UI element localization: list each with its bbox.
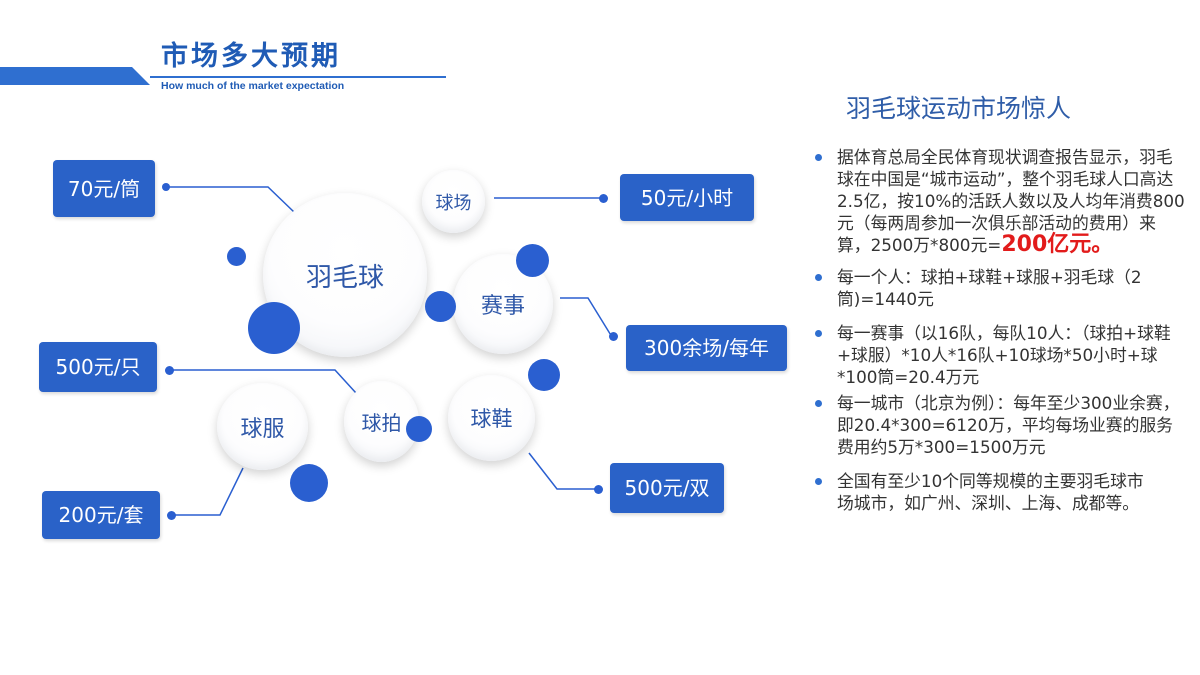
price-shoes: 500元/双	[610, 463, 724, 513]
bullet-item: 据体育总局全民体育现状调查报告显示，羽毛球在中国是“城市运动”，整个羽毛球人口高…	[815, 146, 1185, 256]
decor-dot	[290, 464, 328, 502]
node-event-label: 赛事	[480, 294, 525, 319]
price-event: 300余场/每年	[626, 325, 787, 371]
node-court: 球场	[422, 170, 485, 233]
bullet-end: 。	[1091, 232, 1114, 257]
connector-clothing	[172, 467, 244, 516]
connector-shoes	[528, 452, 596, 490]
page-title: 市场多大预期	[161, 41, 341, 72]
node-shoes: 球鞋	[448, 375, 535, 461]
decor-dot	[227, 247, 246, 266]
panel-title: 羽毛球运动市场惊人	[846, 94, 1072, 123]
node-shoes-label: 球鞋	[470, 407, 513, 431]
connector-dot	[162, 183, 170, 191]
bullet-text: 每一城市（北京为例）：每年至少300业余赛，即20.4*300=6120万，平均…	[837, 393, 1180, 457]
bullet-text: 每一个人：球拍+球鞋+球服+羽毛球（2筒)=1440元	[837, 267, 1142, 309]
bullet-text: 据体育总局全民体育现状调查报告显示，羽毛球在中国是“城市运动”，整个羽毛球人口高…	[837, 147, 1185, 255]
connector-shuttle	[166, 186, 295, 213]
connector-dot	[167, 511, 176, 520]
center-label: 羽毛球	[305, 262, 384, 293]
header-accent-bar	[0, 67, 150, 85]
node-court-label: 球场	[435, 192, 472, 214]
bullet-item: 每一城市（北京为例）：每年至少300业余赛，即20.4*300=6120万，平均…	[815, 392, 1185, 458]
node-racket-label: 球拍	[361, 411, 402, 435]
bullet-text: 全国有至少10个同等规模的主要羽毛球市场城市，如广州、深圳、上海、成都等。	[837, 471, 1144, 513]
price-shuttle: 70元/筒	[53, 160, 155, 217]
bullet-list: 据体育总局全民体育现状调查报告显示，羽毛球在中国是“城市运动”，整个羽毛球人口高…	[815, 146, 1185, 514]
bullet-item: 每一个人：球拍+球鞋+球服+羽毛球（2筒)=1440元	[815, 266, 1185, 310]
connector-racket	[170, 369, 357, 394]
connector-event	[560, 297, 613, 338]
price-racket: 500元/只	[39, 342, 157, 392]
decor-dot	[425, 291, 456, 322]
bullet-item: 全国有至少10个同等规模的主要羽毛球市场城市，如广州、深圳、上海、成都等。	[815, 470, 1185, 514]
price-clothing: 200元/套	[42, 491, 160, 539]
decor-dot	[248, 302, 300, 354]
connector-dot	[609, 332, 618, 341]
page-subtitle: How much of the market expectation	[161, 80, 345, 92]
node-clothing-label: 球服	[240, 416, 285, 442]
bullet-text: 每一赛事（以16队，每队10人：（球拍+球鞋+球服）*10人*16队+10球场*…	[837, 323, 1171, 387]
highlight-value: 200亿元	[1001, 232, 1092, 257]
node-event: 赛事	[453, 254, 553, 354]
bullet-item: 每一赛事（以16队，每队10人：（球拍+球鞋+球服）*10人*16队+10球场*…	[815, 322, 1185, 388]
decor-dot	[516, 244, 549, 277]
connector-dot	[594, 485, 603, 494]
decor-dot	[528, 359, 560, 391]
node-clothing: 球服	[217, 383, 308, 470]
connector-dot	[599, 194, 608, 203]
price-court: 50元/小时	[620, 174, 754, 221]
node-racket: 球拍	[344, 381, 419, 462]
header-underline	[150, 76, 446, 78]
decor-dot	[406, 416, 432, 442]
connector-dot	[165, 366, 174, 375]
